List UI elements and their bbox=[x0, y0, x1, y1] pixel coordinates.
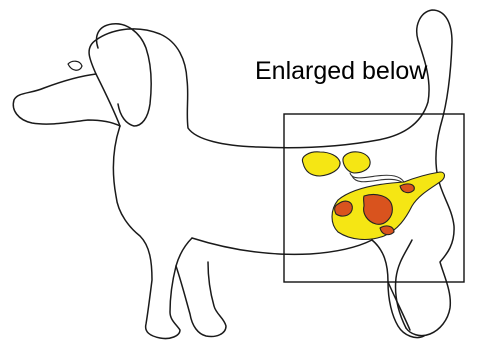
dog-muzzle-line bbox=[13, 74, 120, 126]
dog-hind-leg bbox=[372, 240, 424, 338]
dog-front-leg-2 bbox=[176, 262, 226, 337]
kidney-right bbox=[343, 152, 370, 173]
dog-eye bbox=[68, 61, 82, 70]
dog-belly-line bbox=[192, 238, 372, 254]
dog-hind-leg-3 bbox=[388, 282, 410, 330]
organ-group bbox=[302, 152, 444, 240]
dog-ear-line bbox=[97, 24, 152, 126]
gland-accent-2 bbox=[364, 194, 393, 224]
enlarged-below-label: Enlarged below bbox=[255, 59, 427, 84]
kidney-left bbox=[302, 152, 340, 176]
dog-front-leg bbox=[113, 126, 192, 339]
